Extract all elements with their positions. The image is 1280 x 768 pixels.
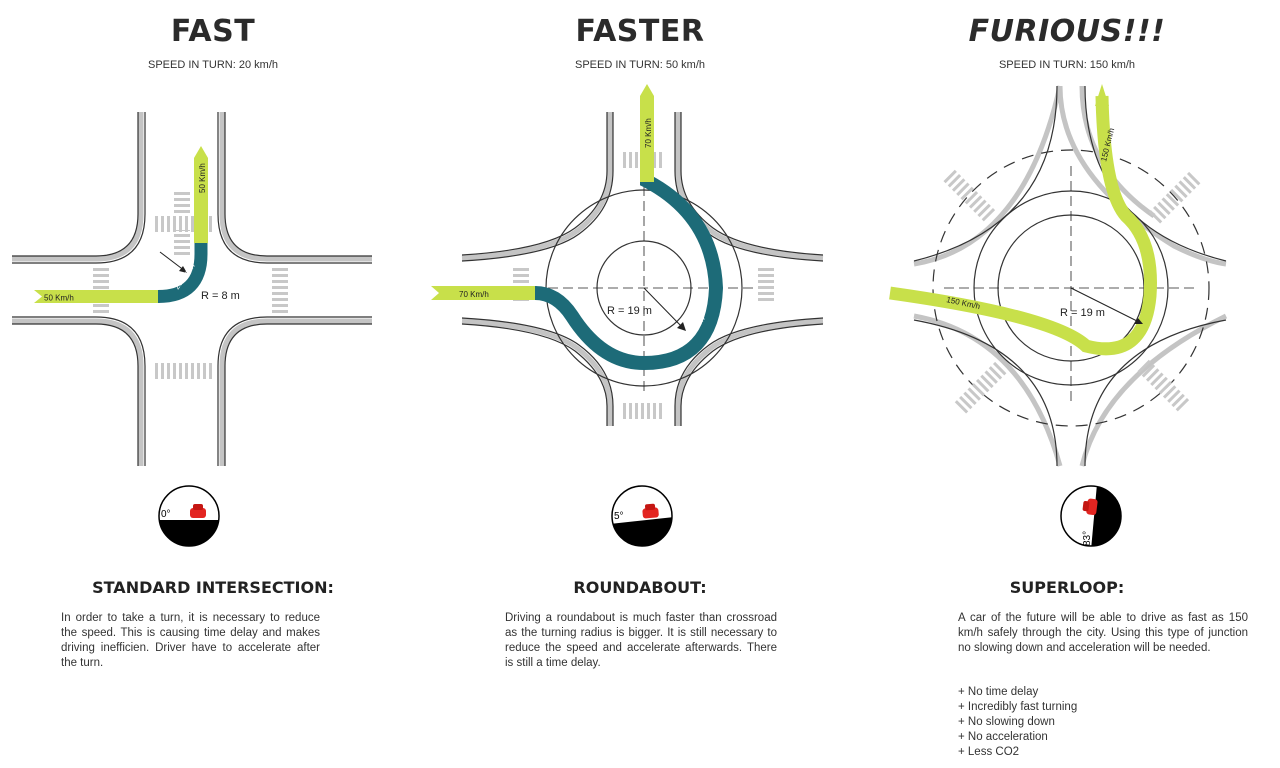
- tilt-angle-label: 5°: [614, 511, 624, 522]
- out-speed-label: 70 Km/h: [644, 118, 653, 148]
- section-description: In order to take a turn, it is necessary…: [61, 612, 320, 669]
- panel-title: FURIOUS!!!: [968, 14, 1166, 49]
- road-edges: [12, 112, 372, 466]
- radius-line: [643, 287, 684, 329]
- section-heading: ROUNDABOUT:: [573, 578, 707, 597]
- incoming-lane-arrow: [431, 286, 537, 300]
- intersection-diagram: 50 Km/h 20 Km/h 50 Km/h R = 8 m: [12, 112, 372, 466]
- crosswalks: [943, 169, 1201, 414]
- panel-title: FAST: [170, 14, 256, 49]
- section-heading: STANDARD INTERSECTION:: [92, 578, 334, 597]
- speed-in-turn-label: SPEED IN TURN: 50 km/h: [575, 59, 705, 71]
- crosswalks: [93, 192, 288, 379]
- panel-standard-intersection: FAST SPEED IN TURN: 20 km/h: [0, 0, 426, 768]
- radius-arrow-icon: [1134, 318, 1143, 324]
- bank-angle-gauge: 0°: [158, 485, 220, 547]
- bank-angle-gauge: 83°: [1060, 485, 1122, 547]
- benefit-item: + No time delay: [958, 686, 1039, 698]
- section-heading: SUPERLOOP:: [1009, 578, 1125, 597]
- road-outlines: [12, 112, 372, 466]
- panel-roundabout: FASTER SPEED IN TURN: 50 km/h: [427, 0, 853, 768]
- benefit-item: + No acceleration: [958, 731, 1048, 743]
- benefit-item: + No slowing down: [958, 716, 1055, 728]
- out-speed-label: 50 Km/h: [198, 163, 207, 193]
- bank-angle-gauge: 5°: [611, 485, 673, 547]
- benefit-item: + Less CO2: [958, 746, 1020, 758]
- turn-path: [157, 241, 208, 303]
- radius-label: R = 8 m: [201, 290, 240, 302]
- panel-superloop: FURIOUS!!! SPEED IN TURN: 150 km/h: [854, 0, 1280, 768]
- benefits-list: + No time delay + Incredibly fast turnin…: [958, 685, 1077, 760]
- radius-line: [1070, 287, 1140, 323]
- benefit-item: + Incredibly fast turning: [958, 701, 1078, 713]
- outgoing-lane-arrow: [1095, 84, 1109, 106]
- panel-title: FASTER: [575, 14, 705, 49]
- roundabout-diagram: 70 Km/h 50 Km/h 70 Km/h R = 19 m: [431, 84, 824, 426]
- radius-line: [159, 251, 186, 272]
- speed-in-turn-label: SPEED IN TURN: 20 km/h: [148, 59, 278, 71]
- speed-in-turn-label: SPEED IN TURN: 150 km/h: [998, 59, 1136, 71]
- tilt-angle-label: 0°: [161, 509, 171, 520]
- radius-label: R = 19 m: [607, 305, 652, 317]
- car-icon: [642, 503, 659, 519]
- crosswalks: [513, 152, 774, 419]
- superloop-diagram: 150 Km/h 150 Km/h R = 19 m: [889, 84, 1228, 467]
- radius-arrow-icon: [179, 266, 187, 273]
- outgoing-lane-arrow: [640, 84, 654, 182]
- road-edges: [461, 112, 824, 426]
- car-icon: [190, 504, 206, 518]
- radius-label: R = 19 m: [1060, 307, 1105, 319]
- superloop-path: [889, 95, 1157, 356]
- in-speed-label: 70 Km/h: [459, 290, 489, 299]
- in-speed-label: 50 Km/h: [44, 294, 74, 303]
- radius-arrow-icon: [677, 322, 686, 331]
- turn-path: [534, 174, 724, 371]
- section-description: Driving a roundabout is much faster than…: [505, 612, 777, 669]
- outgoing-lane-arrow: [194, 146, 208, 243]
- incoming-lane-arrow: [34, 290, 160, 303]
- tilt-angle-label: 83°: [1082, 531, 1093, 546]
- section-description: A car of the future will be able to driv…: [958, 612, 1248, 654]
- car-icon: [1082, 498, 1098, 516]
